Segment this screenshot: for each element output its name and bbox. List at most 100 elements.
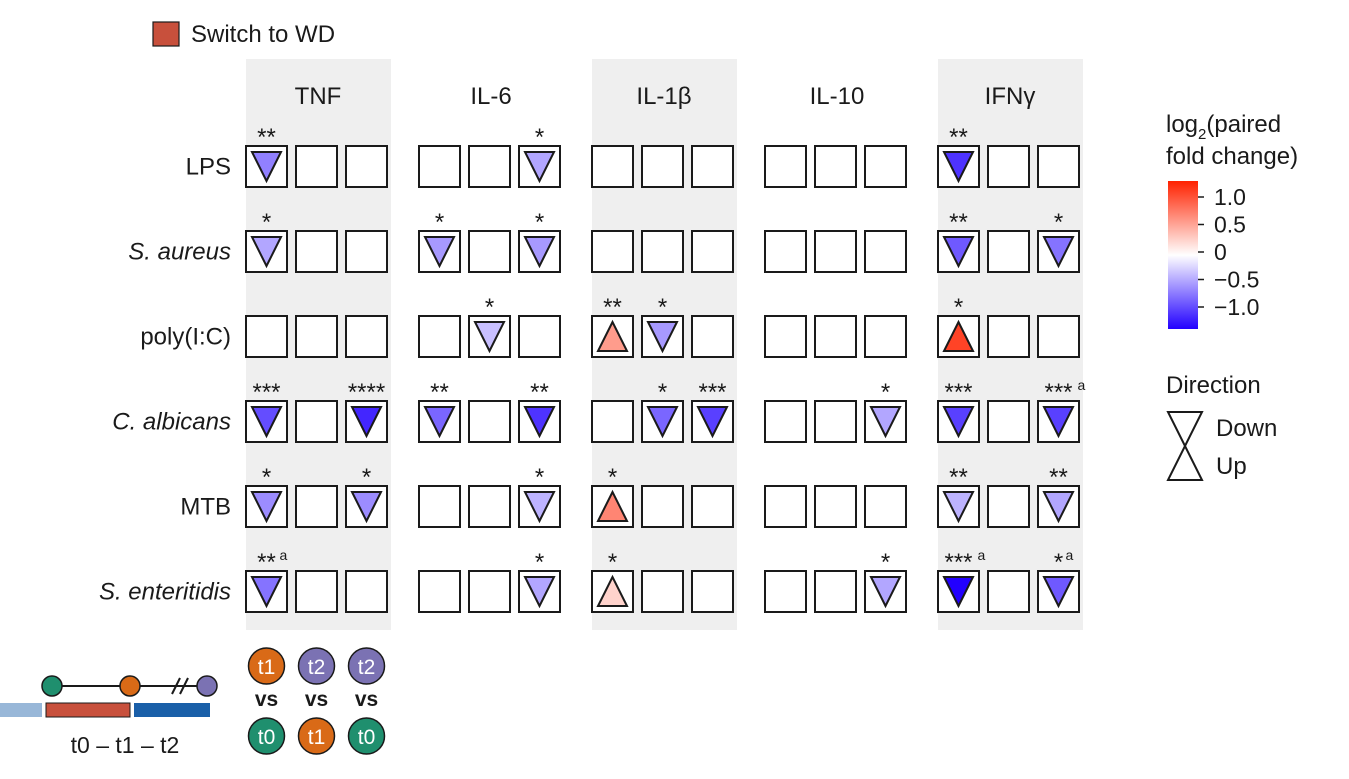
cell-lps-il-10-1 (764, 145, 807, 188)
colorbar-tick-label: 1.0 (1214, 184, 1246, 210)
cell-c-albicans-ifn-2 (987, 400, 1030, 443)
cell-c-albicans-ifn-3-significance: *** (1044, 379, 1072, 406)
comparison-1-bottom-label: t0 (258, 726, 276, 749)
cell-c-albicans-il-10-3-down-triangle (869, 406, 902, 439)
cell-s-aureus-ifn-2 (987, 230, 1030, 273)
comparison-2-bottom-badge (297, 717, 336, 755)
cell-s-aureus-il-1-3 (691, 230, 734, 273)
cell-s-aureus-il-1-1 (591, 230, 634, 273)
cell-s-enteritidis-il-6-2 (468, 570, 511, 613)
cell-c-albicans-il-10-1 (764, 400, 807, 443)
cell-mtb-il-10-3 (864, 485, 907, 528)
cell-lps-il-10-2 (814, 145, 857, 188)
cell-c-albicans-il-1-3-down-triangle (696, 406, 729, 439)
cell-s-enteritidis-il-6-1 (418, 570, 461, 613)
comparison-3-top-badge (347, 647, 386, 685)
cell-poly-i-c-il-6-3 (518, 315, 561, 358)
cell-mtb-il-1-3 (691, 485, 734, 528)
cell-mtb-tnf-1-significance: * (262, 464, 271, 491)
cell-c-albicans-il-10-3-significance: * (881, 379, 890, 406)
timeline-schematic: t0 – t1 – t2 (0, 675, 218, 758)
cell-mtb-tnf-3-down-triangle (350, 491, 383, 524)
cell-s-aureus-tnf-1-significance: * (262, 209, 271, 236)
cell-s-enteritidis-il-1-1-up-triangle (596, 574, 629, 607)
row-label-lps: LPS (186, 154, 231, 181)
cell-poly-i-c-tnf-3 (345, 315, 388, 358)
column-header-tnf: TNF (295, 83, 342, 110)
colorbar-tick-label: 0.5 (1214, 212, 1246, 238)
cell-lps-tnf-2 (295, 145, 338, 188)
cell-lps-il-1-3 (691, 145, 734, 188)
cell-c-albicans-il-6-3-significance: ** (530, 379, 549, 406)
comparison-2-top-badge (297, 647, 336, 685)
cell-s-enteritidis-tnf-1-down-triangle (250, 576, 283, 609)
cell-lps-ifn-2 (987, 145, 1030, 188)
cell-s-enteritidis-tnf-2 (295, 570, 338, 613)
row-label-s-aureus: S. aureus (128, 239, 231, 266)
column-header-il-1: IL-1β (636, 83, 691, 110)
timeline-t1-dot (119, 675, 141, 697)
cell-lps-il-1-2 (641, 145, 684, 188)
cell-c-albicans-il-6-1-significance: ** (430, 379, 449, 406)
cell-s-enteritidis-il-10-2 (814, 570, 857, 613)
cell-lps-il-6-3-down-triangle (523, 151, 556, 184)
cell-c-albicans-il-10-2 (814, 400, 857, 443)
cell-mtb-il-1-1-up-triangle (596, 489, 629, 522)
cell-lps-tnf-3 (345, 145, 388, 188)
comparison-3-vs: vs (355, 688, 378, 711)
comparison-1-top-label: t1 (258, 656, 276, 679)
row-label-poly-i-c: poly(I:C) (140, 324, 231, 351)
cell-c-albicans-il-6-1-down-triangle (423, 406, 456, 439)
cell-s-enteritidis-ifn-1-down-triangle (942, 576, 975, 609)
cell-s-enteritidis-ifn-3-down-triangle (1042, 576, 1075, 609)
cell-mtb-il-6-3-down-triangle (523, 491, 556, 524)
comparison-1-vs: vs (255, 688, 278, 711)
cell-poly-i-c-il-1-3 (691, 315, 734, 358)
cell-mtb-il-6-3-significance: * (535, 464, 544, 491)
colorbar (1168, 181, 1198, 329)
timeline-t2-dot (196, 675, 218, 697)
cell-poly-i-c-ifn-1-up-triangle (942, 319, 975, 352)
colorbar-tick-label: −0.5 (1214, 267, 1259, 293)
cell-poly-i-c-il-1-2-significance: * (658, 294, 667, 321)
down-triangle-icon (1166, 411, 1204, 449)
cell-lps-tnf-1-down-triangle (250, 151, 283, 184)
cell-mtb-ifn-3-down-triangle (1042, 491, 1075, 524)
cell-c-albicans-tnf-3-significance: **** (348, 379, 385, 406)
cell-s-aureus-il-6-2 (468, 230, 511, 273)
cell-poly-i-c-il-10-1 (764, 315, 807, 358)
cell-mtb-ifn-2 (987, 485, 1030, 528)
cell-s-aureus-tnf-2 (295, 230, 338, 273)
cell-poly-i-c-il-1-2-down-triangle (646, 321, 679, 354)
cell-s-enteritidis-il-10-1 (764, 570, 807, 613)
cell-s-enteritidis-il-1-3 (691, 570, 734, 613)
cell-s-enteritidis-il-10-3-significance: * (881, 549, 890, 576)
cell-s-aureus-il-6-1-down-triangle (423, 236, 456, 269)
cell-s-enteritidis-ifn-2 (987, 570, 1030, 613)
cell-s-enteritidis-il-6-3-significance: * (535, 549, 544, 576)
cell-lps-ifn-1-significance: ** (949, 124, 968, 151)
cell-poly-i-c-tnf-2 (295, 315, 338, 358)
direction-legend-title: Direction (1166, 372, 1261, 399)
row-label-mtb: MTB (180, 494, 231, 521)
cell-poly-i-c-il-6-1 (418, 315, 461, 358)
up-triangle-icon (1166, 443, 1204, 481)
comparison-2-top-label: t2 (308, 656, 326, 679)
cell-poly-i-c-ifn-2 (987, 315, 1030, 358)
cell-lps-il-6-2 (468, 145, 511, 188)
cell-s-aureus-il-10-1 (764, 230, 807, 273)
cell-mtb-tnf-3-significance: * (362, 464, 371, 491)
cell-lps-il-6-1 (418, 145, 461, 188)
cell-c-albicans-il-1-2-significance: * (658, 379, 667, 406)
cell-c-albicans-il-1-3-significance: *** (698, 379, 726, 406)
cell-poly-i-c-il-6-2-down-triangle (473, 321, 506, 354)
cell-s-aureus-ifn-1-significance: ** (949, 209, 968, 236)
timeline-break-1 (171, 677, 181, 695)
cell-poly-i-c-il-10-2 (814, 315, 857, 358)
cell-poly-i-c-il-1-1-significance: ** (603, 294, 622, 321)
cell-lps-ifn-1-down-triangle (942, 151, 975, 184)
comparison-1-top-badge (247, 647, 286, 685)
cell-lps-ifn-3 (1037, 145, 1080, 188)
cell-s-aureus-tnf-3 (345, 230, 388, 273)
cell-mtb-il-10-1 (764, 485, 807, 528)
